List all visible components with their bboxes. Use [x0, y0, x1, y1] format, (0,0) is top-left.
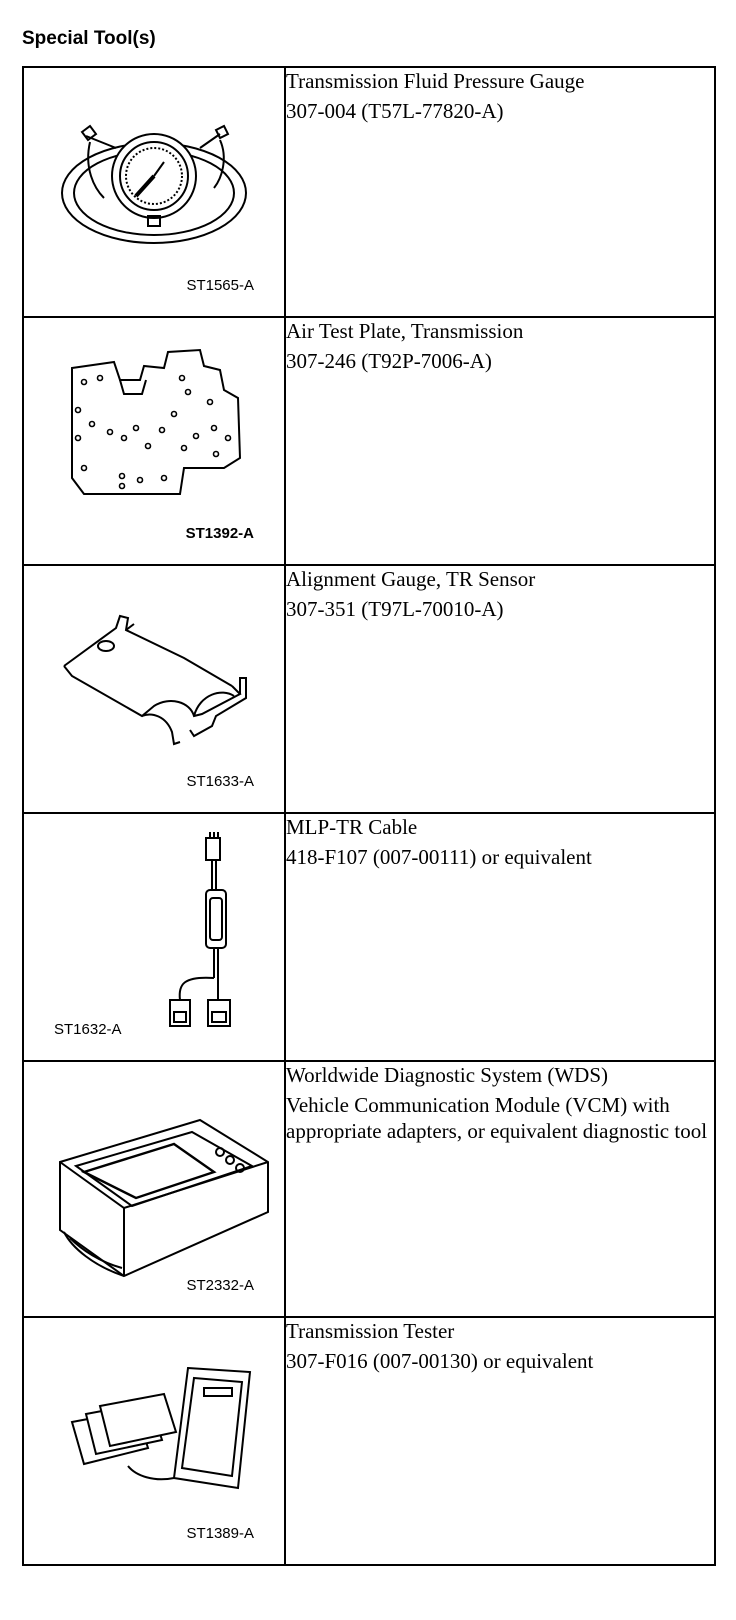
tool-name: Worldwide Diagnostic System (WDS): [286, 1063, 609, 1087]
table-row: ST2332-A Worldwide Diagnostic System (WD…: [22, 1060, 716, 1318]
tool-code: ST1392-A: [185, 525, 254, 542]
tool-code: ST1565-A: [186, 277, 254, 294]
tool-name: Transmission Tester: [286, 1319, 455, 1343]
diagnostic-system-illustration: [59, 1118, 269, 1278]
tool-description-cell: MLP-TR Cable 418-F107 (007-00111) or equ…: [284, 812, 716, 1062]
alignment-gauge-illustration: [63, 614, 247, 746]
tool-name: Transmission Fluid Pressure Gauge: [286, 69, 585, 93]
air-test-plate-illustration: [71, 348, 242, 495]
tool-additional-info: Vehicle Communication Module (VCM) with …: [286, 1093, 708, 1143]
tool-description-cell: Worldwide Diagnostic System (WDS) Vehicl…: [284, 1060, 716, 1318]
tool-name: Air Test Plate, Transmission: [286, 319, 524, 343]
tool-part-number: 307-351 (T97L-70010-A): [286, 597, 504, 621]
tool-illustration-cell: ST2332-A: [22, 1060, 286, 1318]
table-row: ST1565-A Transmission Fluid Pressure Gau…: [22, 66, 716, 318]
tool-illustration-cell: ST1392-A: [22, 316, 286, 566]
tool-code: ST1389-A: [186, 1525, 254, 1542]
pressure-gauge-illustration: [61, 124, 247, 244]
tool-part-number: 418-F107 (007-00111) or equivalent: [286, 845, 592, 869]
tool-name: MLP-TR Cable: [286, 815, 418, 839]
tool-description-cell: Alignment Gauge, TR Sensor 307-351 (T97L…: [284, 564, 716, 814]
tool-description-cell: Transmission Fluid Pressure Gauge 307-00…: [284, 66, 716, 318]
tool-code: ST1633-A: [186, 773, 254, 790]
tool-illustration-cell: ST1632-A: [22, 812, 286, 1062]
tool-code: ST1632-A: [54, 1021, 122, 1038]
table-row: ST1632-A MLP-TR Cable 418-F107 (007-0011…: [22, 812, 716, 1062]
special-tools-table: ST1565-A Transmission Fluid Pressure Gau…: [22, 66, 716, 1566]
table-row: ST1389-A Transmission Tester 307-F016 (0…: [22, 1316, 716, 1566]
tool-part-number: 307-F016 (007-00130) or equivalent: [286, 1349, 594, 1373]
tool-name: Alignment Gauge, TR Sensor: [286, 567, 536, 591]
section-heading: Special Tool(s): [22, 28, 156, 49]
tool-description-cell: Transmission Tester 307-F016 (007-00130)…: [284, 1316, 716, 1566]
tool-part-number: 307-004 (T57L-77820-A): [286, 99, 504, 123]
tool-illustration-cell: ST1633-A: [22, 564, 286, 814]
tool-code: ST2332-A: [186, 1277, 254, 1294]
mlp-tr-cable-illustration: [169, 832, 231, 1027]
tool-description-cell: Air Test Plate, Transmission 307-246 (T9…: [284, 316, 716, 566]
tool-part-number: 307-246 (T92P-7006-A): [286, 349, 492, 373]
table-row: ST1633-A Alignment Gauge, TR Sensor 307-…: [22, 564, 716, 814]
transmission-tester-illustration: [70, 1366, 252, 1490]
tool-illustration-cell: ST1389-A: [22, 1316, 286, 1566]
tool-illustration-cell: ST1565-A: [22, 66, 286, 318]
table-row: ST1392-A Air Test Plate, Transmission 30…: [22, 316, 716, 566]
